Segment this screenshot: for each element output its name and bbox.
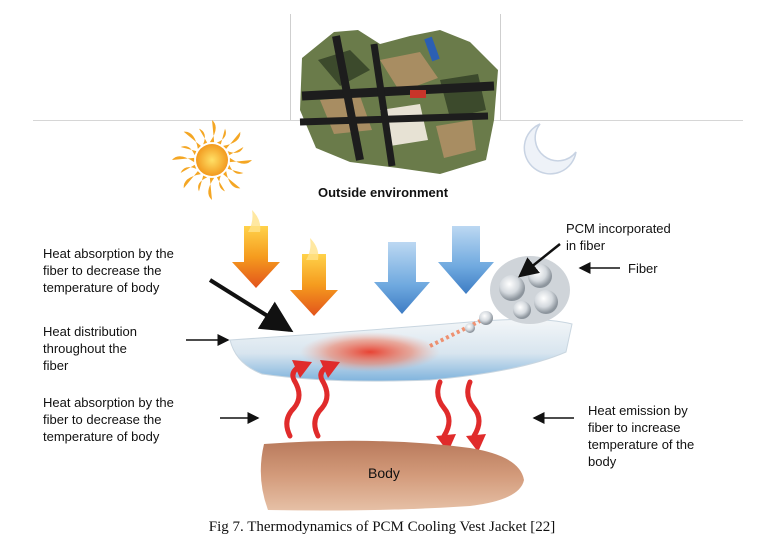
sun-ray [223, 131, 241, 149]
sun-ray [216, 128, 226, 145]
heat-wave-up-icon [284, 363, 331, 439]
sun-ray [209, 120, 216, 143]
sun-ray [183, 171, 201, 189]
sun-ray [183, 131, 201, 149]
fiber-bubbles-icon [465, 256, 570, 333]
sun-ray [227, 164, 244, 174]
sun-ray [216, 175, 226, 192]
sun-ray [227, 146, 244, 156]
arm-icon [260, 440, 524, 511]
sun-ray [198, 175, 208, 192]
sun-ray [172, 156, 195, 163]
flame-arrow-icon [248, 210, 319, 260]
guide-line-top-right [500, 14, 501, 120]
heat-emission-label: Heat emission by fiber to increase tempe… [588, 403, 695, 469]
sun-ray [223, 171, 241, 189]
heat-absorption-bottom-label: Heat absorption by the fiber to decrease… [43, 395, 174, 444]
sun-ray [180, 164, 197, 174]
heat-wave-up-arrowheads [292, 360, 340, 378]
sun-ray [229, 157, 252, 164]
moon-icon [523, 123, 577, 175]
heat-wave-down-icon [435, 379, 482, 439]
vest-image [299, 30, 498, 174]
sun-ray [180, 146, 197, 156]
heat-wave-down-arrowheads [436, 434, 486, 452]
fiber-label: Fiber [628, 261, 658, 276]
heat-distribution-label: Heat distribution throughout the fiber [43, 324, 137, 373]
outside-environment-label: Outside environment [318, 185, 449, 200]
guide-line-top [290, 14, 291, 120]
sun-ray [198, 128, 208, 145]
figure-caption: Fig 7. Thermodynamics of PCM Cooling Ves… [208, 519, 556, 535]
sun-ray [208, 177, 215, 200]
body-label: Body [368, 465, 400, 481]
flame-arrow-icon [232, 226, 338, 316]
sun-icon [172, 120, 252, 200]
heat-absorption-top-label: Heat absorption by the fiber to decrease… [43, 246, 174, 295]
pcm-label: PCM incorporated in fiber [566, 221, 671, 253]
ice-arrow-icon [374, 226, 494, 314]
pointer-arrows [186, 243, 620, 424]
